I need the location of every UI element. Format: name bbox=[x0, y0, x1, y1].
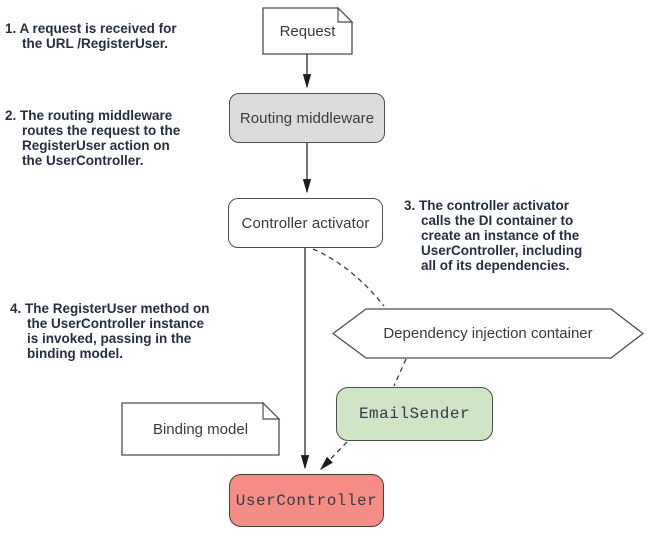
dashed-di-container-to-emailsender bbox=[393, 358, 407, 387]
request-document-shape bbox=[262, 6, 354, 55]
annotation-2: 2. The routing middleware routes the req… bbox=[5, 108, 181, 168]
request-fold-corner bbox=[337, 6, 354, 23]
routing-middleware-label: Routing middleware bbox=[239, 109, 375, 127]
node-controller-activator: Controller activator bbox=[228, 198, 383, 248]
dashed-activator-to-di-container bbox=[312, 248, 385, 307]
dashed-arrow-emailsender-to-usercontroller bbox=[320, 441, 348, 471]
node-user-controller: UserController bbox=[229, 474, 384, 527]
node-routing-middleware: Routing middleware bbox=[229, 93, 385, 143]
annotation-1: 1. A request is received for the URL /Re… bbox=[5, 21, 177, 51]
annotation-4: 4. The RegisterUser method on the UserCo… bbox=[10, 301, 210, 361]
binding-model-fold-corner bbox=[262, 401, 281, 420]
email-sender-label: EmailSender bbox=[358, 405, 471, 423]
user-controller-label: UserController bbox=[235, 491, 378, 510]
di-container-hexagon-shape bbox=[331, 308, 645, 359]
annotation-3: 3. The controller activator calls the DI… bbox=[404, 198, 583, 273]
controller-activator-label: Controller activator bbox=[241, 214, 370, 232]
binding-model-document-shape bbox=[121, 401, 281, 456]
node-email-sender: EmailSender bbox=[336, 387, 493, 441]
